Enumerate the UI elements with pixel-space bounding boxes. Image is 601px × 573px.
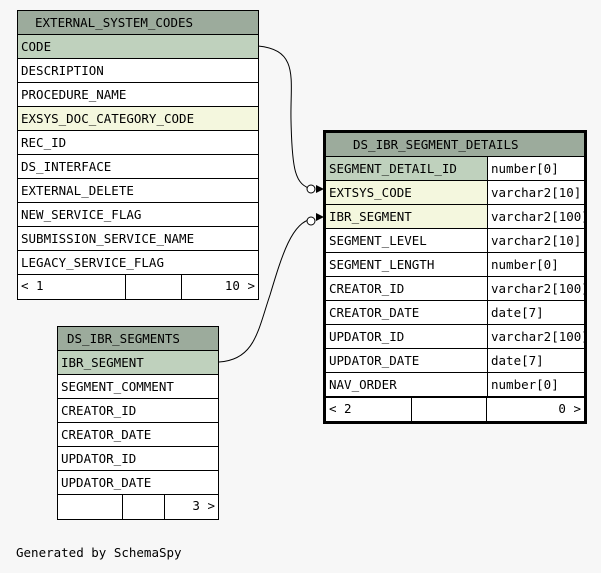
child-count: 3 > [192, 498, 215, 513]
column-row[interactable]: CREATOR_DATE date[7] [326, 301, 584, 325]
table-footer: < 2 0 > [326, 397, 584, 421]
column-name: CODE [21, 39, 52, 54]
column-name: UPDATOR_DATE [329, 353, 420, 368]
column-row[interactable]: REC_ID [18, 131, 258, 155]
generated-by-footer: Generated by SchemaSpy [16, 545, 182, 560]
column-name: SUBMISSION_SERVICE_NAME [21, 231, 195, 246]
column-row[interactable]: NEW_SERVICE_FLAG [18, 203, 258, 227]
column-row[interactable]: UPDATOR_ID varchar2[100] [326, 325, 584, 349]
footer-spacer [412, 398, 487, 421]
column-name: CREATOR_ID [329, 281, 405, 296]
table-title: EXTERNAL_SYSTEM_CODES [18, 11, 258, 35]
column-row[interactable]: EXTERNAL_DELETE [18, 179, 258, 203]
column-type: date[7] [487, 349, 584, 372]
column-row[interactable]: SEGMENT_COMMENT [58, 375, 218, 399]
column-name: EXTSYS_CODE [326, 181, 487, 204]
column-type: varchar2[10] [487, 181, 584, 204]
column-name: UPDATOR_ID [61, 451, 137, 466]
column-name: REC_ID [21, 135, 67, 150]
column-name: PROCEDURE_NAME [21, 87, 127, 102]
column-row[interactable]: SEGMENT_LENGTH number[0] [326, 253, 584, 277]
column-row[interactable]: SEGMENT_LEVEL varchar2[10] [326, 229, 584, 253]
column-type: varchar2[10] [487, 229, 584, 252]
table-footer: < 1 10 > [18, 275, 258, 299]
column-type: varchar2[100] [487, 205, 584, 228]
column-name: EXTERNAL_DELETE [21, 183, 134, 198]
column-row[interactable]: SUBMISSION_SERVICE_NAME [18, 227, 258, 251]
column-row[interactable]: UPDATOR_ID [58, 447, 218, 471]
parent-count: < 1 [18, 275, 126, 299]
column-row[interactable]: DESCRIPTION [18, 59, 258, 83]
column-type: number[0] [487, 157, 584, 180]
link-ibr-segment [218, 218, 313, 363]
column-row[interactable]: CREATOR_ID varchar2[100] [326, 277, 584, 301]
column-type: varchar2[100] [487, 325, 584, 348]
column-row[interactable]: CODE [18, 35, 258, 59]
table-external-system-codes[interactable]: EXTERNAL_SYSTEM_CODES CODE DESCRIPTION P… [17, 10, 259, 300]
column-name: UPDATOR_DATE [61, 475, 152, 490]
column-name: SEGMENT_LEVEL [329, 233, 427, 248]
column-name: DESCRIPTION [21, 63, 104, 78]
footer-spacer [123, 495, 165, 519]
column-name: UPDATOR_ID [329, 329, 405, 344]
column-row[interactable]: LEGACY_SERVICE_FLAG [18, 251, 258, 275]
table-title: DS_IBR_SEGMENTS [58, 327, 218, 351]
column-row[interactable]: UPDATOR_DATE [58, 471, 218, 495]
column-name: IBR_SEGMENT [326, 205, 487, 228]
column-row[interactable]: PROCEDURE_NAME [18, 83, 258, 107]
table-footer: 3 > [58, 495, 218, 519]
column-row[interactable]: CREATOR_DATE [58, 423, 218, 447]
link-end-circle [306, 184, 316, 194]
parent-count: < 2 [326, 398, 412, 421]
link-code-to-extsys-code [257, 45, 313, 190]
column-name: CREATOR_DATE [329, 305, 420, 320]
column-name: SEGMENT_COMMENT [61, 379, 174, 394]
table-ds-ibr-segments[interactable]: DS_IBR_SEGMENTS IBR_SEGMENT SEGMENT_COMM… [57, 326, 219, 520]
column-row[interactable]: UPDATOR_DATE date[7] [326, 349, 584, 373]
column-name: CREATOR_DATE [61, 427, 152, 442]
link-end-circle [306, 216, 316, 226]
column-name: LEGACY_SERVICE_FLAG [21, 255, 164, 270]
column-name: EXSYS_DOC_CATEGORY_CODE [21, 111, 195, 126]
column-name: IBR_SEGMENT [61, 355, 144, 370]
column-name: NAV_ORDER [329, 377, 397, 392]
column-row[interactable]: EXSYS_DOC_CATEGORY_CODE [18, 107, 258, 131]
footer-spacer [126, 275, 182, 299]
column-name: NEW_SERVICE_FLAG [21, 207, 142, 222]
table-ds-ibr-segment-details[interactable]: DS_IBR_SEGMENT_DETAILS SEGMENT_DETAIL_ID… [323, 130, 587, 424]
column-row[interactable]: CREATOR_ID [58, 399, 218, 423]
column-name: SEGMENT_DETAIL_ID [326, 157, 487, 180]
column-row[interactable]: NAV_ORDER number[0] [326, 373, 584, 397]
column-type: date[7] [487, 301, 584, 324]
column-name: SEGMENT_LENGTH [329, 257, 435, 272]
child-count: 10 > [224, 278, 255, 293]
link-arrow-head [316, 185, 324, 193]
link-arrow-head [316, 213, 324, 221]
parent-count [58, 495, 123, 519]
column-row[interactable]: IBR_SEGMENT [58, 351, 218, 375]
table-title: DS_IBR_SEGMENT_DETAILS [326, 133, 584, 157]
column-name: DS_INTERFACE [21, 159, 112, 174]
column-type: varchar2[100] [487, 277, 584, 300]
column-row[interactable]: DS_INTERFACE [18, 155, 258, 179]
column-type: number[0] [487, 253, 584, 276]
child-count: 0 > [558, 401, 581, 416]
column-type: number[0] [487, 373, 584, 396]
column-name: CREATOR_ID [61, 403, 137, 418]
